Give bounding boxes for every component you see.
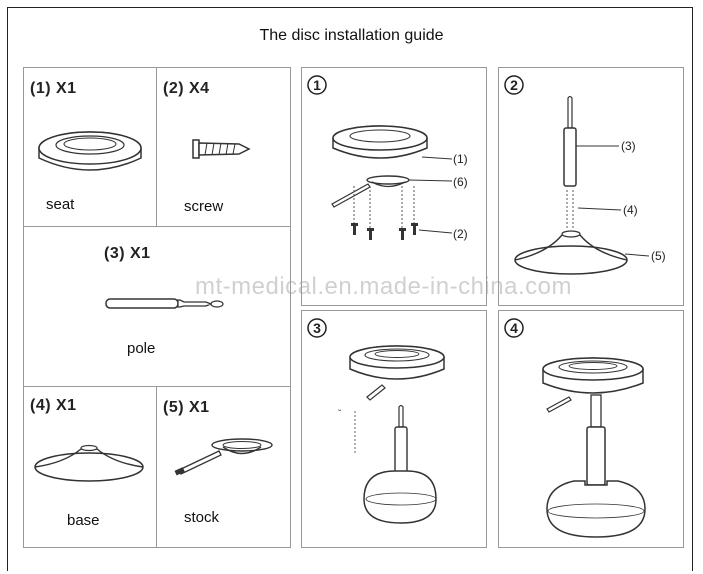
step-2-number: 2 (510, 77, 518, 93)
step-3-number: 3 (313, 320, 321, 336)
step-1-panel: 1 (1) (6) (2) (301, 67, 487, 306)
base-icon (34, 444, 144, 482)
part-stock-qty: (5) X1 (163, 399, 210, 416)
step-1-callout-screws: (2) (453, 227, 468, 241)
page-title: The disc installation guide (259, 27, 444, 44)
step-2-panel: 2 (3) (4) (5) (498, 67, 684, 306)
part-screw-panel: (2) X4 screw (156, 67, 291, 228)
step-1-callout-seat: (1) (453, 152, 468, 166)
part-seat-label: seat (46, 196, 75, 213)
part-pole-qty: (3) X1 (104, 245, 151, 262)
step-1-callout-plate: (6) (453, 175, 468, 189)
step-1-number: 1 (313, 77, 321, 93)
part-seat-panel: (1) X1 seat (23, 67, 158, 228)
seat-icon (38, 131, 142, 171)
step-2-callout-pole: (3) (621, 139, 636, 153)
outer-frame (7, 7, 693, 571)
part-stock-label: stock (184, 509, 220, 526)
step-4-panel: 4 (498, 310, 684, 548)
pole-icon (105, 298, 224, 309)
step-3-panel: 3 ˇ (301, 310, 487, 548)
step-1-diagram: 1 (1) (6) (2) (307, 75, 468, 241)
stock-icon (174, 438, 273, 476)
part-screw-qty: (2) X4 (163, 80, 210, 97)
part-pole-label: pole (127, 340, 156, 357)
step-2-callout-spring: (4) (623, 203, 638, 217)
step-3-diagram: 3 ˇ (307, 318, 445, 524)
watermark: mt-medical.en.made-in-china.com (195, 273, 572, 300)
part-base-label: base (67, 512, 100, 529)
part-screw-label: screw (184, 198, 224, 215)
step-4-diagram: 4 (504, 318, 646, 538)
part-pole-panel: (3) X1 pole (23, 226, 291, 388)
part-base-panel: (4) X1 base (23, 386, 158, 548)
step-2-callout-base: (5) (651, 249, 666, 263)
step-2-diagram: 2 (3) (4) (5) (504, 75, 666, 275)
part-stock-panel: (5) X1 stock (156, 386, 291, 548)
svg-text:ˇ: ˇ (338, 408, 342, 420)
part-base-qty: (4) X1 (30, 397, 77, 414)
screw-icon (192, 139, 251, 159)
step-4-number: 4 (510, 320, 518, 336)
part-seat-qty: (1) X1 (30, 80, 77, 97)
